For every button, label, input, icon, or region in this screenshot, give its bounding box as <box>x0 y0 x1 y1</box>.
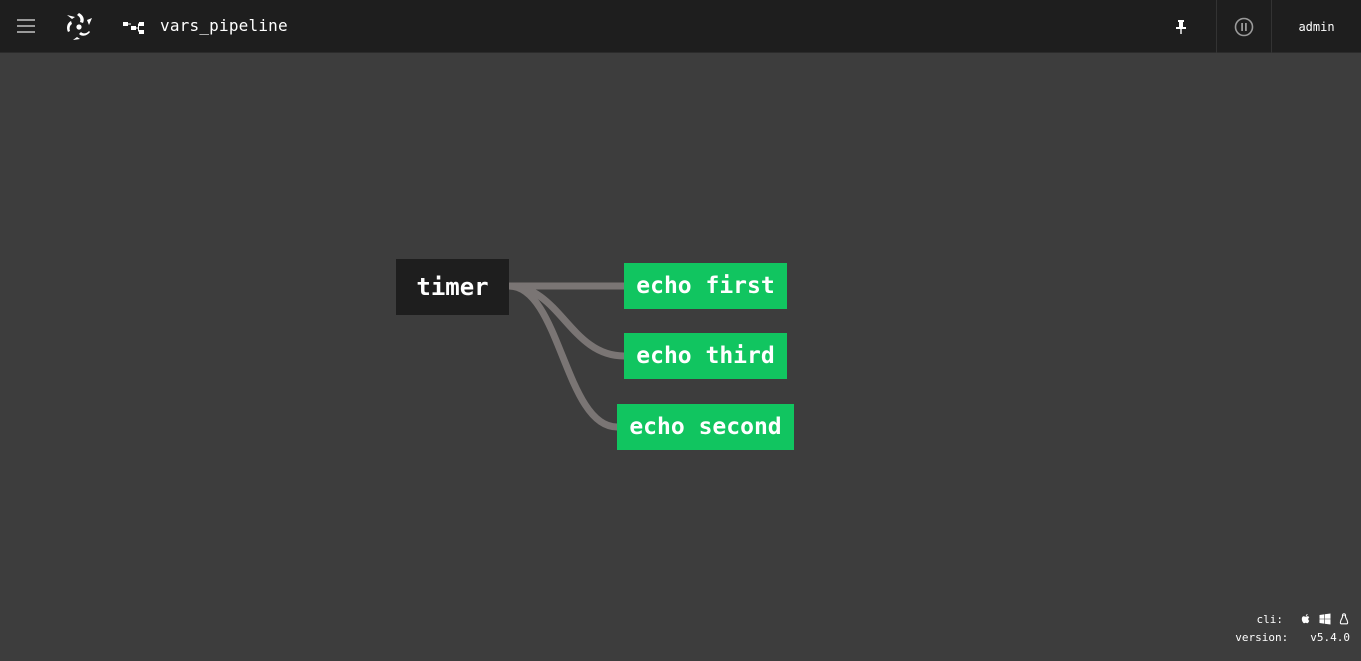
job-node-echo-third[interactable]: echo third <box>624 333 787 379</box>
graph-edges <box>508 282 625 431</box>
divider <box>1271 0 1272 53</box>
apple-icon[interactable] <box>1300 613 1312 625</box>
resource-node-timer[interactable]: timer <box>396 259 509 315</box>
version-label: version: <box>1235 630 1289 644</box>
user-menu[interactable]: admin <box>1298 19 1335 34</box>
windows-icon[interactable] <box>1319 613 1331 625</box>
divider <box>1216 0 1217 53</box>
edge-timer-echo-second <box>508 282 618 431</box>
menu-icon[interactable] <box>17 19 35 33</box>
version-row: version: v5.4.0 <box>1235 628 1350 646</box>
pin-icon <box>1176 19 1186 34</box>
pause-icon <box>1234 17 1254 36</box>
pipeline-graph: timer echo first echo third echo second <box>0 54 1361 661</box>
job-node-echo-second[interactable]: echo second <box>617 404 794 450</box>
cli-row: cli: <box>1235 610 1350 628</box>
pipeline-icon <box>123 22 144 34</box>
top-bar: vars_pipeline admin <box>0 0 1361 53</box>
pipeline-name[interactable]: vars_pipeline <box>160 16 288 35</box>
pin-button[interactable] <box>1168 0 1194 53</box>
version-value: v5.4.0 <box>1310 630 1350 644</box>
pause-pipeline-button[interactable] <box>1217 0 1271 53</box>
concourse-logo-icon[interactable] <box>63 10 95 42</box>
cli-label: cli: <box>1256 612 1284 626</box>
linux-icon[interactable] <box>1338 613 1350 625</box>
footer-info: cli: version: v5.4.0 <box>1235 610 1350 646</box>
job-node-echo-first[interactable]: echo first <box>624 263 787 309</box>
